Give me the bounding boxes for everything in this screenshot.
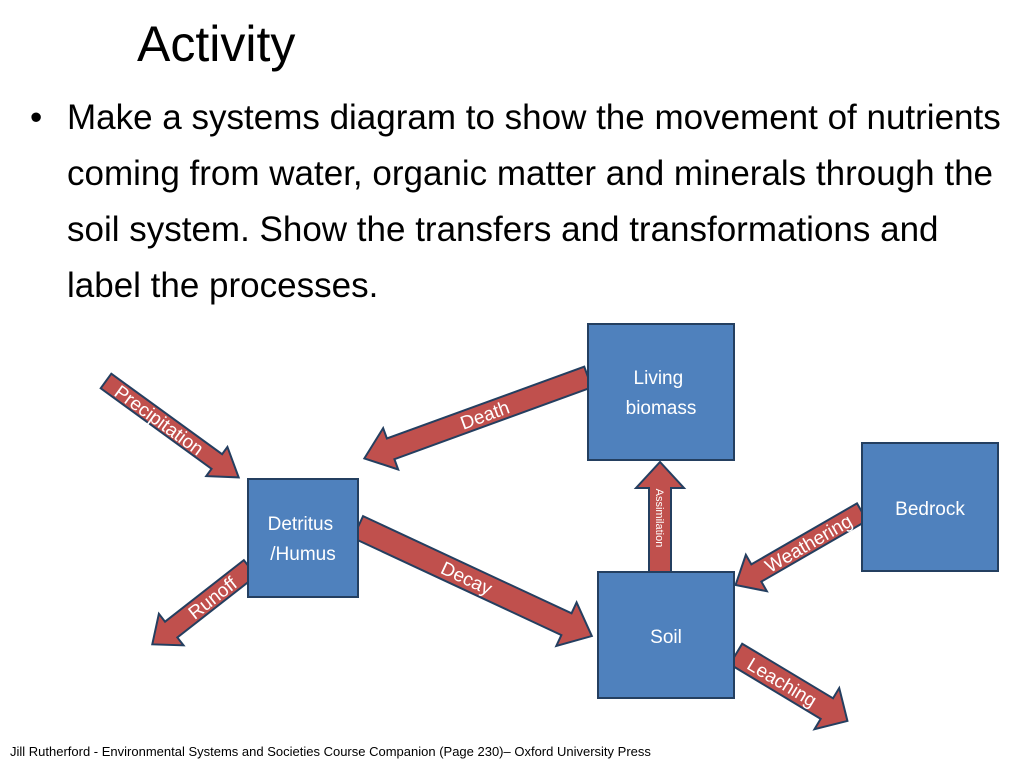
label-assimilation: Assimilation	[653, 489, 665, 548]
instruction-bullet: • Make a systems diagram to show the mov…	[30, 90, 1020, 314]
box-detritus-humus: Detritus /Humus	[247, 478, 359, 598]
svg-text:Living biomass: Living biomass	[626, 368, 697, 419]
label-weathering: Weathering	[762, 511, 856, 578]
svg-text:Detritus /Humus: Detritus /Humus	[268, 514, 339, 565]
arrow-decay: Decay	[351, 514, 594, 648]
box-soil: Soil	[597, 571, 735, 699]
box-living-biomass-line-1: Living	[634, 368, 684, 389]
arrow-precipitation: Precipitation	[99, 372, 241, 479]
box-detritus-line-2: /Humus	[270, 544, 335, 565]
arrow-weathering: Weathering	[734, 501, 869, 593]
bullet-dot: •	[30, 98, 43, 137]
instruction-text: Make a systems diagram to show the movem…	[67, 98, 1001, 305]
box-bedrock: Bedrock	[861, 442, 999, 572]
slide-title: Activity	[137, 16, 296, 72]
arrow-leaching: Leaching	[728, 642, 849, 731]
box-bedrock-label: Bedrock	[895, 499, 965, 520]
svg-text:Soil: Soil	[650, 627, 682, 648]
box-living-biomass-line-2: biomass	[626, 398, 697, 419]
svg-text:Bedrock: Bedrock	[895, 499, 965, 520]
arrow-death: Death	[362, 365, 594, 472]
label-precipitation: Precipitation	[110, 382, 207, 460]
arrow-assimilation: Assimilation	[633, 460, 687, 573]
box-detritus-line-1: Detritus	[268, 514, 333, 535]
arrow-runoff: Runoff	[151, 558, 258, 647]
box-soil-label: Soil	[650, 627, 682, 648]
box-living-biomass: Living biomass	[587, 323, 735, 461]
source-citation: Jill Rutherford - Environmental Systems …	[10, 744, 651, 759]
